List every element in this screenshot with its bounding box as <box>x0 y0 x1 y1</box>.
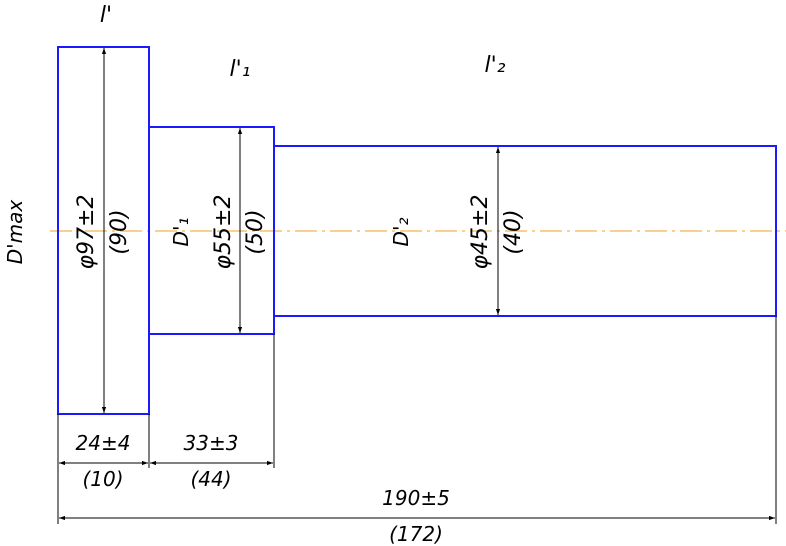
dia-2-text: φ55±2 <box>211 195 236 270</box>
label-l-prime: l' <box>100 3 112 28</box>
dia-3-ref-text: (40) <box>501 209 526 254</box>
label-l2-prime: l'₂ <box>485 53 506 78</box>
shaft-section-3 <box>273 145 777 317</box>
label-l1-prime: l'₁ <box>230 57 251 82</box>
label-d2: D'₂ <box>389 218 413 247</box>
len-2-ref-text: (44) <box>190 467 231 491</box>
len-total-text: 190±5 <box>382 486 450 510</box>
len-1-ref-text: (10) <box>82 467 123 491</box>
label-d-max: D'max <box>3 200 27 265</box>
dia-2-ref-text: (50) <box>243 209 268 254</box>
len-2-text: 33±3 <box>184 431 239 455</box>
dia-1-ref-text: (90) <box>107 209 132 254</box>
label-d1: D'₁ <box>169 218 193 247</box>
dia-3-text: φ45±2 <box>468 195 493 270</box>
len-total-ref-text: (172) <box>389 522 443 546</box>
dia-1-text: φ97±2 <box>74 195 99 270</box>
len-1-text: 24±4 <box>76 431 131 455</box>
